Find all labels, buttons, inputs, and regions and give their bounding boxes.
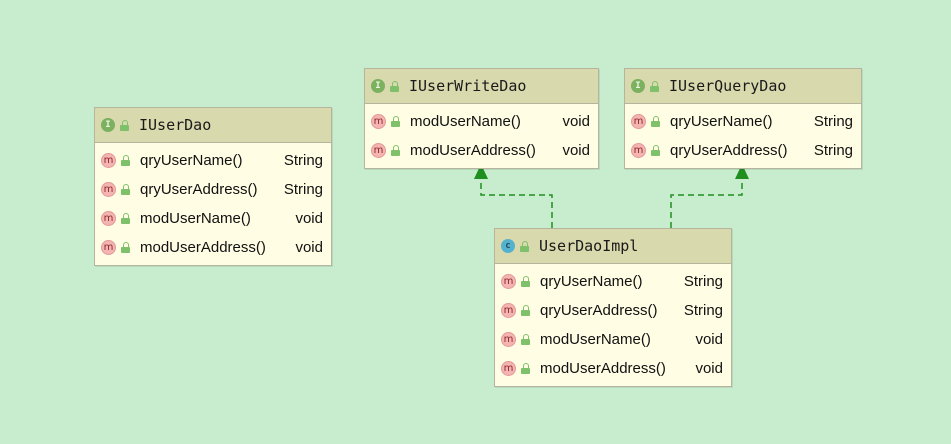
method-row[interactable]: m modUserAddress() void (365, 136, 598, 165)
box-name: IUserDao (139, 116, 212, 134)
method-icon: m (501, 332, 516, 347)
method-return-type: void (695, 360, 723, 377)
method-row[interactable]: m qryUserAddress() String (625, 136, 861, 165)
dashed-connector-line (480, 176, 553, 228)
method-return-type: String (283, 181, 323, 198)
method-return-type: void (562, 142, 590, 159)
interface-icon: I (101, 118, 115, 132)
method-name: qryUserName() (670, 113, 773, 130)
lock-icon (521, 305, 530, 316)
box-name: IUserQueryDao (669, 77, 787, 95)
method-return-type: String (813, 113, 853, 130)
lock-icon (391, 116, 400, 127)
box-header: I IUserDao (95, 108, 331, 143)
lock-icon (390, 80, 399, 92)
lock-icon (521, 363, 530, 374)
method-return-type: String (813, 142, 853, 159)
method-icon: m (501, 303, 516, 318)
lock-icon (651, 145, 660, 156)
interface-box-iuserdao[interactable]: I IUserDao m qryUserName() String m qryU… (94, 107, 332, 266)
lock-icon (520, 240, 529, 252)
method-row[interactable]: m qryUserAddress() String (95, 175, 331, 204)
realization-userdaoimpl-to-iuserquerydao (670, 164, 749, 228)
method-icon: m (631, 114, 646, 129)
lock-icon (650, 80, 659, 92)
lock-icon (651, 116, 660, 127)
method-icon: m (101, 153, 116, 168)
method-name: qryUserAddress() (140, 181, 258, 198)
method-return-type: String (283, 152, 323, 169)
method-return-type: String (683, 273, 723, 290)
lock-icon (521, 276, 530, 287)
lock-icon (120, 119, 129, 131)
method-icon: m (101, 240, 116, 255)
method-return-type: String (683, 302, 723, 319)
method-row[interactable]: m modUserName() void (495, 325, 731, 354)
members-list: m qryUserName() String m qryUserAddress(… (625, 104, 861, 168)
members-list: m modUserName() void m modUserAddress() … (365, 104, 598, 168)
box-header: I IUserQueryDao (625, 69, 861, 104)
interface-box-iuserquerydao[interactable]: I IUserQueryDao m qryUserName() String m… (624, 68, 862, 169)
box-header: I IUserWriteDao (365, 69, 598, 104)
method-name: modUserName() (540, 331, 651, 348)
method-icon: m (371, 114, 386, 129)
method-row[interactable]: m modUserAddress() void (495, 354, 731, 383)
dashed-connector-line (670, 176, 743, 228)
interface-icon: I (371, 79, 385, 93)
method-row[interactable]: m qryUserName() String (495, 267, 731, 296)
lock-icon (391, 145, 400, 156)
method-return-type: void (695, 331, 723, 348)
interface-box-iuserwritedao[interactable]: I IUserWriteDao m modUserName() void m m… (364, 68, 599, 169)
method-icon: m (501, 361, 516, 376)
class-icon: c (501, 239, 515, 253)
box-name: UserDaoImpl (539, 237, 639, 255)
lock-icon (121, 155, 130, 166)
method-row[interactable]: m qryUserName() String (95, 146, 331, 175)
method-icon: m (501, 274, 516, 289)
method-name: modUserName() (140, 210, 251, 227)
method-name: qryUserAddress() (540, 302, 658, 319)
method-icon: m (101, 211, 116, 226)
method-row[interactable]: m modUserAddress() void (95, 233, 331, 262)
method-name: qryUserName() (540, 273, 643, 290)
realization-userdaoimpl-to-iuserwritedao (474, 164, 553, 228)
lock-icon (121, 184, 130, 195)
method-name: modUserName() (410, 113, 521, 130)
box-name: IUserWriteDao (409, 77, 527, 95)
method-name: qryUserName() (140, 152, 243, 169)
method-return-type: void (295, 210, 323, 227)
method-row[interactable]: m modUserName() void (95, 204, 331, 233)
class-box-userdaoimpl[interactable]: c UserDaoImpl m qryUserName() String m q… (494, 228, 732, 387)
method-name: modUserAddress() (540, 360, 666, 377)
members-list: m qryUserName() String m qryUserAddress(… (495, 264, 731, 386)
method-name: modUserAddress() (410, 142, 536, 159)
method-icon: m (101, 182, 116, 197)
lock-icon (521, 334, 530, 345)
method-row[interactable]: m qryUserAddress() String (495, 296, 731, 325)
method-name: qryUserAddress() (670, 142, 788, 159)
method-icon: m (631, 143, 646, 158)
lock-icon (121, 213, 130, 224)
method-return-type: void (295, 239, 323, 256)
members-list: m qryUserName() String m qryUserAddress(… (95, 143, 331, 265)
method-return-type: void (562, 113, 590, 130)
box-header: c UserDaoImpl (495, 229, 731, 264)
lock-icon (121, 242, 130, 253)
method-row[interactable]: m qryUserName() String (625, 107, 861, 136)
interface-icon: I (631, 79, 645, 93)
method-name: modUserAddress() (140, 239, 266, 256)
method-row[interactable]: m modUserName() void (365, 107, 598, 136)
method-icon: m (371, 143, 386, 158)
